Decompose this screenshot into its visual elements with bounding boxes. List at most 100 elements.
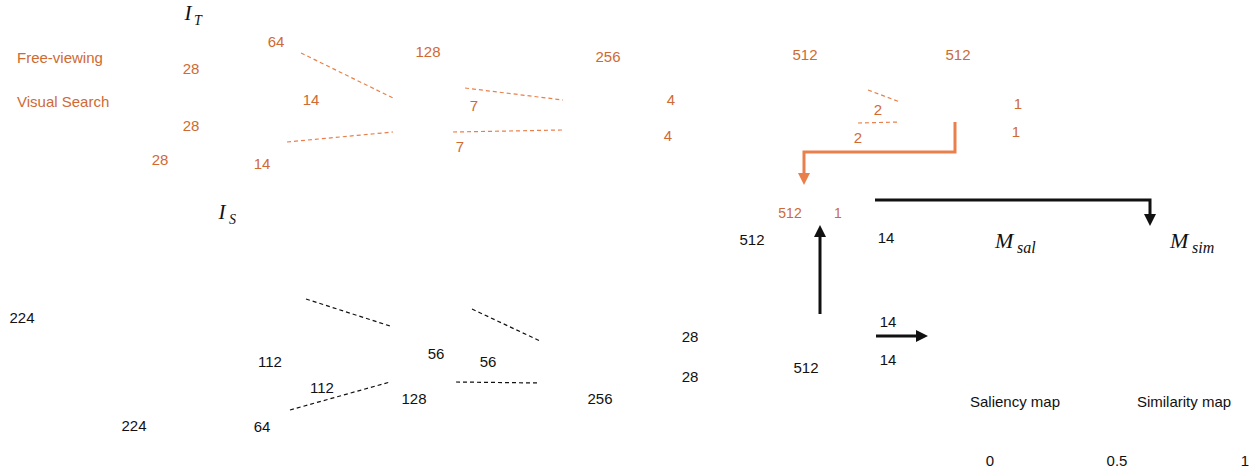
search-target-image-part — [141, 99, 179, 139]
search-image-part-part — [140, 380, 142, 387]
cube-face — [393, 98, 453, 132]
node-label: M — [1170, 229, 1188, 253]
dimension-label: 7 — [470, 97, 478, 114]
search-image-part-part — [84, 285, 92, 295]
cube-face — [453, 88, 465, 132]
dimension-label: 28 — [152, 151, 169, 168]
panel-shape — [0, 198, 905, 448]
cube-face — [748, 98, 858, 123]
node-label: Visual Search — [17, 93, 109, 110]
text-holder: 28 — [682, 368, 699, 385]
text-holder: Similarity map — [1137, 393, 1231, 410]
search-image-part-part — [153, 267, 156, 280]
ellipsis-dots-part — [707, 353, 714, 360]
output-map: MsalSaliency map — [928, 226, 1102, 416]
search-image-part-part — [87, 295, 89, 307]
ellipsis-dots — [685, 97, 728, 104]
ellipsis-dots-part — [735, 353, 742, 360]
text-holder: 512 — [945, 46, 970, 63]
text-holder: I — [185, 2, 192, 25]
text-holder: 7 — [456, 138, 464, 155]
text-holder: 2 — [854, 129, 862, 146]
ellipsis-dots-part — [721, 97, 728, 104]
text-holder: M — [1170, 229, 1188, 253]
saliency-map-image-part-part — [975, 351, 985, 361]
text-holder: 112 — [310, 379, 334, 396]
cube-face — [1000, 94, 1010, 122]
flow-arrow — [875, 200, 1150, 216]
cube-shape — [393, 88, 465, 132]
similarity-map-image-part-part — [1112, 370, 1255, 371]
search-image — [42, 227, 225, 410]
projection-lines-part — [225, 409, 250, 410]
search-image-part — [127, 236, 217, 256]
colorbar-part — [1054, 445, 1182, 449]
cube-face — [563, 92, 663, 100]
dimension-label: 128 — [401, 390, 426, 407]
flow-arrow — [819, 235, 822, 314]
fusion-cube: 512145121 — [733, 185, 875, 225]
text-holder: Saliency map — [970, 393, 1060, 410]
feature-cube: 5121414 — [752, 314, 876, 354]
saliency-map-image-part — [930, 270, 1090, 330]
saliency-map-image-part-part — [999, 269, 1011, 281]
cube-face — [662, 327, 678, 383]
cube-face — [250, 314, 290, 410]
search-target-image-part — [165, 105, 169, 133]
feature-cube: 25644 — [563, 92, 663, 130]
cube-face — [739, 199, 855, 203]
text-holder: 1 — [834, 205, 842, 221]
flow-arrow — [876, 335, 918, 338]
node-label: Similarity map — [1137, 393, 1231, 410]
dimension-label: 28 — [682, 328, 699, 345]
search-branch-panel: IS11211264565612828282565121414 — [0, 198, 905, 448]
projection-lines-part — [225, 227, 250, 314]
text-holder: sal — [1017, 239, 1036, 257]
text-holder: 14 — [254, 155, 271, 172]
similarity-map-image-part-part — [1120, 290, 1132, 302]
dimension-label: 14 — [880, 351, 897, 368]
search-image-part-part — [118, 274, 128, 286]
node-label: T — [194, 13, 202, 29]
cube-shape — [563, 92, 663, 130]
search-image-part — [42, 241, 120, 263]
ellipsis-dots — [707, 353, 742, 360]
saliency-map-image-part-part — [1080, 347, 1090, 357]
node-label: sim — [1192, 239, 1214, 257]
cube-face — [849, 199, 855, 223]
saliency-map-image-part-part — [1061, 327, 1079, 345]
text-holder: sim — [1192, 239, 1214, 257]
projection-connector — [290, 299, 390, 410]
dimension-label: 128 — [415, 43, 440, 60]
search-target-image-part — [156, 103, 161, 137]
search-image-part-part — [58, 296, 64, 304]
text-holder: 1 — [1241, 452, 1249, 469]
search-image-part-part — [60, 372, 62, 378]
dimension-label: 256 — [587, 390, 612, 407]
text-holder: 512 — [792, 46, 817, 63]
dimension-label: 512 — [945, 46, 970, 63]
similarity-map-image-part — [1120, 284, 1242, 362]
text-holder: Visual Search — [17, 93, 109, 110]
text-holder: 128 — [401, 390, 426, 407]
dimension-label: 224 — [121, 417, 146, 434]
flow-arrow — [804, 122, 955, 175]
similarity-map-image-part-part — [1148, 262, 1149, 388]
dimension-label: 28 — [183, 60, 200, 77]
saliency-map-image-part-part — [1083, 305, 1097, 319]
search-image-part — [42, 227, 225, 410]
projection-connector — [287, 53, 393, 142]
search-image-part-part — [140, 236, 146, 244]
text-holder: 2 — [874, 101, 882, 118]
search-image-part — [60, 289, 180, 315]
similarity-map-image-part-part — [1112, 298, 1255, 299]
text-holder: 512 — [778, 205, 801, 221]
text-holder: 1 — [1012, 123, 1020, 140]
text-holder: M — [995, 229, 1013, 253]
feature-cube: 51211 — [900, 94, 1010, 122]
similarity-map-image-part-part — [1202, 262, 1203, 388]
text-holder: 56 — [480, 353, 497, 370]
text-holder: 512 — [793, 359, 818, 376]
text-holder: 28 — [183, 60, 200, 77]
saliency-map-image-part-part — [992, 284, 1008, 300]
